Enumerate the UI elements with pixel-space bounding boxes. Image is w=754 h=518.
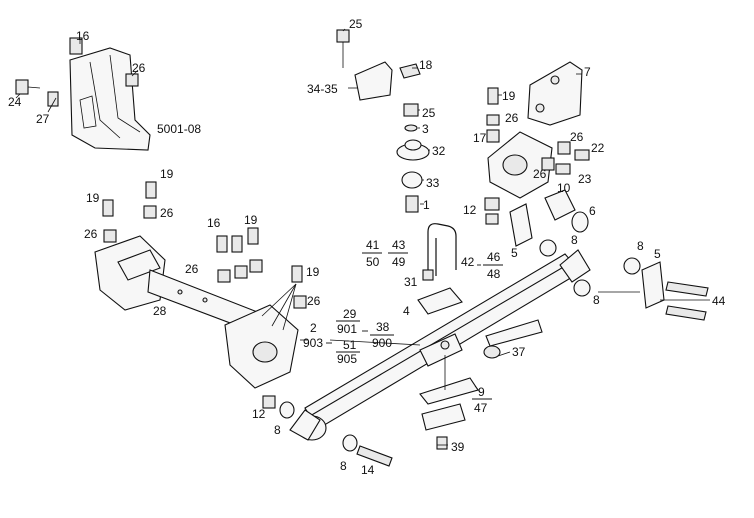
label-5: 5 (511, 246, 518, 260)
label-26: 26 (570, 130, 584, 144)
label-39: 39 (451, 440, 465, 454)
fraction-38-900: 38 900 (370, 320, 394, 350)
label-42: 42 (461, 255, 475, 269)
label-18: 18 (419, 58, 433, 72)
fraction-43-49: 43 49 (388, 238, 408, 269)
label-19: 19 (244, 213, 258, 227)
label-26: 26 (533, 167, 547, 181)
axle-crossmember-28 (94, 181, 307, 389)
svg-text:9: 9 (478, 385, 485, 399)
label-19: 19 (86, 191, 100, 205)
shackle-parts (484, 197, 709, 321)
svg-text:48: 48 (487, 267, 501, 281)
svg-text:51: 51 (343, 338, 357, 352)
label-5001-08: 5001-08 (157, 122, 201, 136)
label-33: 33 (426, 176, 440, 190)
svg-text:47: 47 (474, 401, 488, 415)
label-3: 3 (422, 122, 429, 136)
label-19: 19 (160, 167, 174, 181)
label-19: 19 (306, 265, 320, 279)
label-4: 4 (403, 304, 410, 318)
label-26: 26 (307, 294, 321, 308)
label-10: 10 (557, 181, 571, 195)
svg-text:905: 905 (337, 352, 357, 366)
label-17: 17 (473, 131, 487, 145)
label-16: 16 (76, 29, 90, 43)
lower-plates (417, 287, 543, 450)
fraction-41-50: 41 50 (362, 238, 382, 269)
label-24: 24 (8, 95, 22, 109)
label-8: 8 (571, 233, 578, 247)
label-12: 12 (252, 407, 266, 421)
leaf-spring (289, 249, 591, 441)
label-8: 8 (340, 459, 347, 473)
label-26: 26 (505, 111, 519, 125)
label-7: 7 (584, 65, 591, 79)
label-31: 31 (404, 275, 418, 289)
svg-text:900: 900 (372, 336, 392, 350)
label-12: 12 (463, 203, 477, 217)
svg-text:29: 29 (343, 307, 357, 321)
svg-text:43: 43 (392, 238, 406, 252)
fraction-29-901: 29 901 (336, 307, 360, 336)
part-labels: 25 16 26 24 27 5001-08 18 34-35 7 19 26 … (8, 17, 726, 477)
svg-text:50: 50 (366, 255, 380, 269)
bracket-34-35 (336, 29, 421, 101)
fraction-9-47: 9 47 (472, 385, 492, 415)
label-25: 25 (422, 106, 436, 120)
fraction-46-48: 46 48 (483, 250, 503, 281)
svg-text:901: 901 (337, 322, 357, 336)
label-19: 19 (502, 89, 516, 103)
label-44: 44 (712, 294, 726, 308)
label-8: 8 (274, 423, 281, 437)
bracket-assembly-5001-08 (15, 37, 151, 151)
label-28: 28 (153, 304, 167, 318)
label-903: 903 (303, 336, 323, 350)
label-8: 8 (637, 239, 644, 253)
label-27: 27 (36, 112, 50, 126)
label-16: 16 (207, 216, 221, 230)
label-26: 26 (160, 206, 174, 220)
label-34-35: 34-35 (307, 82, 338, 96)
spring-hanger-right (486, 87, 590, 233)
fraction-51-905: 51 905 (336, 338, 360, 366)
lower-fasteners (262, 395, 393, 467)
label-2: 2 (310, 321, 317, 335)
label-23: 23 (578, 172, 592, 186)
label-37: 37 (512, 345, 526, 359)
svg-text:41: 41 (366, 238, 380, 252)
bump-stop-stack (396, 103, 430, 213)
plate-7 (527, 61, 583, 126)
label-25: 25 (349, 17, 363, 31)
label-26: 26 (84, 227, 98, 241)
svg-text:49: 49 (392, 255, 406, 269)
label-14: 14 (361, 463, 375, 477)
label-6: 6 (589, 204, 596, 218)
label-26: 26 (132, 61, 146, 75)
label-32: 32 (432, 144, 446, 158)
label-26: 26 (185, 262, 199, 276)
fraction-labels: 41 50 43 49 42 46 48 903 29 901 51 905 (303, 238, 503, 415)
u-bolt (422, 223, 457, 281)
label-22: 22 (591, 141, 605, 155)
svg-text:46: 46 (487, 250, 501, 264)
svg-text:38: 38 (376, 320, 390, 334)
label-5: 5 (654, 247, 661, 261)
label-8: 8 (593, 293, 600, 307)
leader-lines (15, 28, 710, 446)
label-1: 1 (423, 198, 430, 212)
